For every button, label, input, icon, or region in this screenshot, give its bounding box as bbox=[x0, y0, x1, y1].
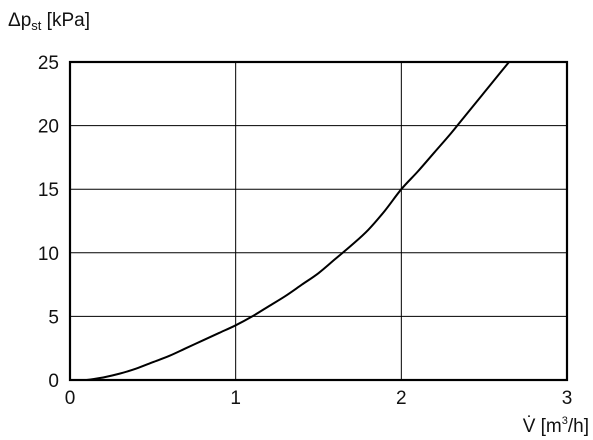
x-axis-title-unit: /h] bbox=[568, 416, 589, 437]
y-tick-label: 20 bbox=[38, 117, 59, 138]
y-tick-label: 15 bbox=[38, 180, 59, 201]
x-axis-title-sup: 3 bbox=[562, 415, 568, 427]
y-tick-label: 0 bbox=[48, 371, 59, 392]
x-tick-label: 2 bbox=[396, 388, 407, 409]
y-axis-title: Δpst [kPa] bbox=[8, 10, 90, 33]
x-axis-title: V̇ [m3/h] bbox=[523, 415, 589, 437]
y-tick-label: 10 bbox=[38, 244, 59, 265]
x-axis-title-main: V̇ [m bbox=[523, 416, 562, 437]
y-tick-label: 5 bbox=[48, 307, 59, 328]
grid-lines bbox=[70, 62, 567, 380]
tick-labels: 0 1 2 3 0 5 10 15 20 25 bbox=[38, 53, 572, 409]
x-tick-label: 1 bbox=[230, 388, 241, 409]
x-tick-label: 0 bbox=[65, 388, 76, 409]
y-axis-title-main: Δp bbox=[8, 10, 31, 31]
y-axis-title-sub: st bbox=[31, 18, 42, 33]
x-tick-label: 3 bbox=[562, 388, 573, 409]
series-line bbox=[86, 61, 510, 381]
y-tick-label: 25 bbox=[38, 53, 59, 74]
plot-frame bbox=[68, 60, 569, 382]
series-layer bbox=[86, 61, 510, 381]
y-axis-title-unit: [kPa] bbox=[41, 10, 90, 31]
